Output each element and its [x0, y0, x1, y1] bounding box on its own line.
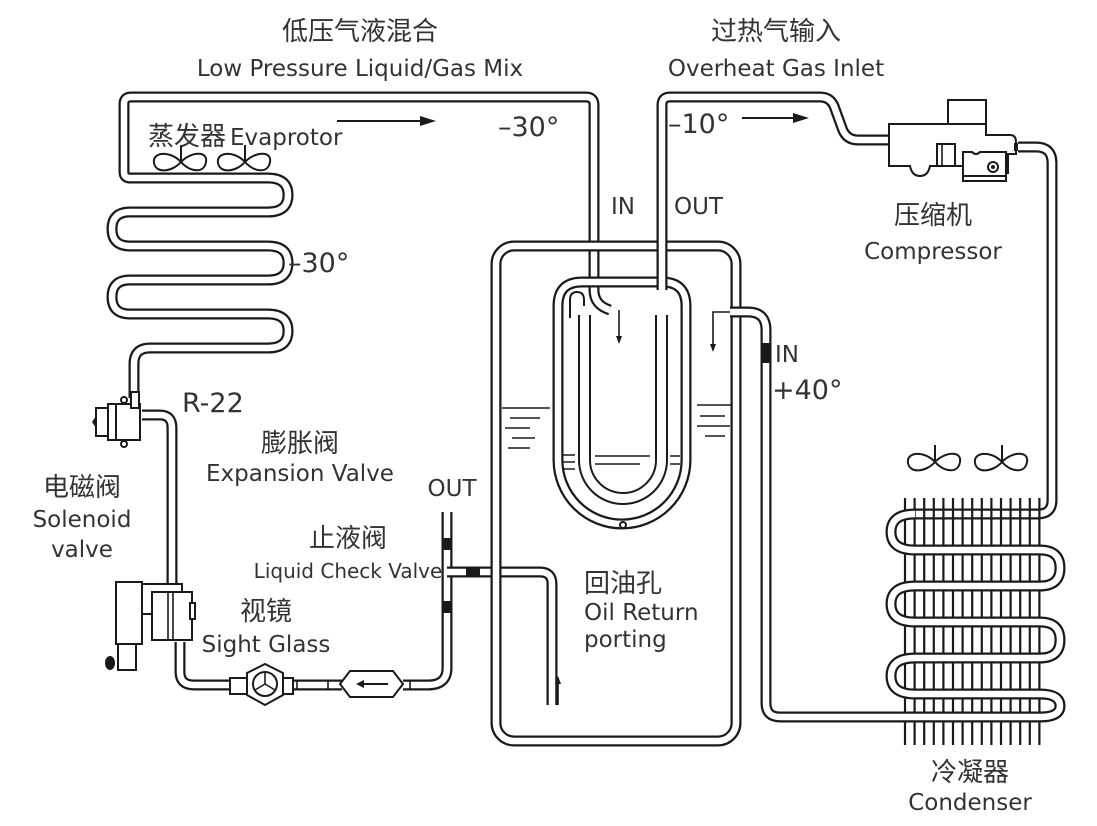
evaporator-coil: [106, 91, 612, 398]
heat-exchanger-u-tube: [552, 276, 692, 530]
label-zh: 回油孔: [584, 569, 662, 599]
condenser-fan-icon: [906, 445, 962, 472]
liquid-level-marks: [502, 404, 732, 470]
label-en: Compressor: [864, 239, 1002, 265]
label-en: Evaprotor: [230, 125, 343, 151]
label-en: porting: [584, 627, 667, 653]
temp-evaporator-coil: –30°: [288, 248, 349, 279]
label-en: Sight Glass: [202, 632, 331, 658]
label-zh: 压缩机: [894, 201, 972, 231]
port-hot-in: IN: [775, 342, 799, 368]
discharge-line: [915, 141, 1058, 520]
condenser-fan-icon: [973, 445, 1029, 472]
label-zh: 止液阀: [309, 524, 387, 554]
expansion-valve: [92, 391, 178, 590]
label-zh: 低压气液混合: [282, 17, 438, 47]
label-en: Oil Return: [584, 600, 699, 626]
solenoid-valve: [105, 581, 196, 671]
label-en: Expansion Valve: [206, 461, 394, 487]
label-en: Condenser: [908, 790, 1032, 816]
temp-suction-line: –10°: [668, 109, 729, 140]
label-zh: 冷凝器: [931, 758, 1009, 788]
label-en: Liquid Check Valve: [254, 559, 443, 583]
label-sight-glass: 视镜 Sight Glass: [202, 597, 331, 658]
port-accumulator-out: OUT: [674, 194, 724, 220]
label-zh: 膨胀阀: [261, 429, 339, 459]
port-accumulator-in: IN: [611, 194, 635, 220]
accumulator-vessel: [490, 240, 742, 747]
flow-arrow-icon: [742, 113, 809, 123]
evaporator-fan-icon: [216, 145, 272, 172]
liquid-line: [174, 512, 453, 691]
filter-drier: [338, 670, 411, 698]
port-liquid-out: OUT: [428, 476, 478, 502]
label-zh: 电磁阀: [43, 473, 121, 503]
sight-glass-icon: [229, 662, 329, 707]
flow-arrow-icon: [337, 116, 436, 126]
label-en: valve: [51, 537, 113, 563]
label-en: Low Pressure Liquid/Gas Mix: [197, 56, 523, 82]
label-oil-return: 回油孔 Oil Return porting: [584, 569, 699, 653]
label-condenser: 冷凝器 Condenser: [908, 758, 1032, 816]
label-en: Solenoid: [33, 507, 132, 533]
label-zh: 视镜: [240, 597, 292, 627]
evaporator-fan-icon: [152, 145, 208, 172]
compressor-icon: [888, 99, 1018, 182]
temp-condenser-liquid-in: +40°: [772, 375, 842, 406]
label-liquid-check-valve: 止液阀 Liquid Check Valve: [254, 524, 443, 583]
label-zh: 蒸发器: [148, 122, 226, 152]
label-compressor: 压缩机 Compressor: [864, 201, 1002, 265]
label-low-pressure-mix: 低压气液混合 Low Pressure Liquid/Gas Mix: [197, 17, 523, 82]
label-solenoid-valve: 电磁阀 Solenoid valve: [33, 473, 132, 563]
suction-line: [656, 91, 892, 290]
label-zh: 过热气输入: [711, 17, 841, 47]
temp-evaporator-outlet: –30°: [498, 112, 559, 143]
label-overheat-gas-inlet: 过热气输入 Overheat Gas Inlet: [668, 17, 884, 82]
label-evaporator: 蒸发器 Evaprotor: [148, 122, 343, 152]
label-en: Overheat Gas Inlet: [668, 56, 884, 82]
label-expansion-valve: 膨胀阀 Expansion Valve: [206, 429, 394, 487]
liquid-check-valve: [447, 566, 561, 705]
refrigerant-label: R-22: [182, 388, 244, 419]
condenser-coil: [710, 306, 1066, 723]
